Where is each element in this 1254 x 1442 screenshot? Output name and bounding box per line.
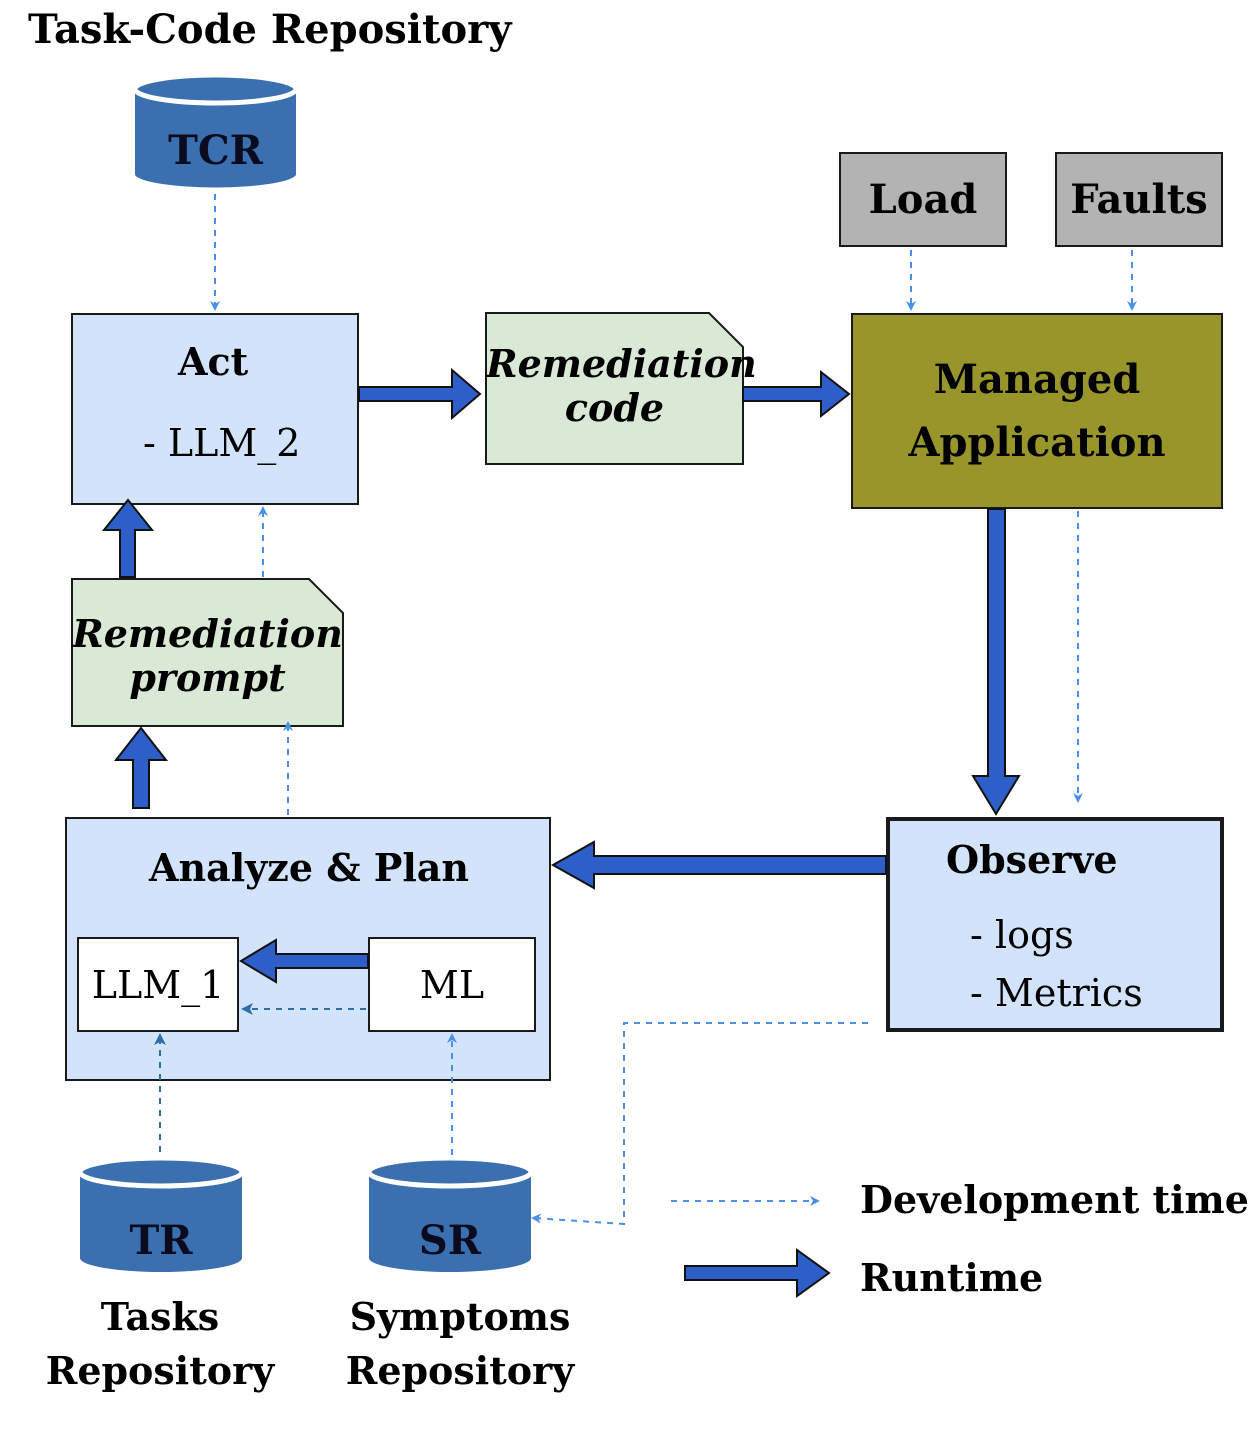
tcr-label: TCR: [168, 127, 263, 174]
remediation-code-line1: Remediation: [486, 341, 757, 386]
remediation-prompt-document[interactable]: [71, 578, 344, 727]
tcr-database-icon[interactable]: [132, 72, 299, 188]
symptoms-caption-line2: Repository: [345, 1348, 575, 1393]
llm1-label: LLM_1: [91, 962, 225, 1007]
llm1-box[interactable]: LLM_1: [77, 937, 239, 1032]
sr-database-icon[interactable]: [366, 1155, 534, 1272]
observe-heading: Observe: [946, 837, 1118, 882]
arrow-act-to-remediation-code: [358, 367, 482, 421]
tasks-repository-caption: Tasks Repository: [40, 1290, 280, 1398]
arrow-code-to-managed-app: [742, 369, 851, 419]
diagram-title: Task-Code Repository: [28, 6, 512, 53]
load-box[interactable]: Load: [839, 152, 1007, 247]
managed-application-line1: Managed: [933, 356, 1141, 403]
faults-label: Faults: [1070, 176, 1208, 223]
observe-item-metrics: - Metrics: [970, 971, 1143, 1015]
arrow-prompt-to-act: [101, 498, 155, 578]
act-heading: Act: [178, 339, 249, 384]
ml-box[interactable]: ML: [368, 937, 536, 1032]
symptoms-caption-line1: Symptoms: [349, 1294, 571, 1339]
remediation-code-line2: code: [564, 385, 665, 430]
arrow-analyze-to-prompt: [113, 726, 169, 809]
arrow-ml-to-llm1: [239, 938, 369, 984]
remediation-code-document[interactable]: [485, 312, 744, 465]
legend-runtime-label: Runtime: [860, 1255, 1044, 1300]
managed-application-line2: Application: [908, 419, 1166, 466]
observe-item-logs: - logs: [970, 913, 1074, 957]
analyze-plan-heading: Analyze & Plan: [149, 845, 470, 890]
legend-runtime-arrow: [684, 1248, 831, 1298]
load-label: Load: [868, 176, 978, 223]
act-box[interactable]: Act - LLM_2: [71, 313, 359, 505]
faults-box[interactable]: Faults: [1055, 152, 1223, 247]
dashed-observe-to-sr: [531, 1022, 868, 1226]
legend-development-label: Development time: [860, 1177, 1249, 1222]
tr-database-icon[interactable]: [77, 1155, 245, 1272]
ml-label: ML: [419, 962, 485, 1007]
remediation-prompt-line2: prompt: [129, 655, 286, 700]
sr-label: SR: [418, 1217, 482, 1264]
remediation-prompt-text: Remediation prompt: [72, 612, 343, 700]
arrow-managed-app-to-observe: [971, 508, 1021, 816]
symptoms-repository-caption: Symptoms Repository: [335, 1290, 585, 1398]
remediation-code-text: Remediation code: [486, 341, 757, 430]
observe-box[interactable]: Observe - logs - Metrics: [886, 817, 1224, 1032]
tasks-caption-line2: Repository: [45, 1348, 275, 1393]
arrow-observe-to-analyze: [550, 840, 887, 890]
remediation-prompt-line1: Remediation: [72, 611, 343, 656]
tr-label: TR: [129, 1217, 193, 1264]
managed-application-box[interactable]: Managed Application: [851, 313, 1223, 509]
act-item-llm2: - LLM_2: [143, 421, 301, 465]
tasks-caption-line1: Tasks: [100, 1294, 220, 1339]
